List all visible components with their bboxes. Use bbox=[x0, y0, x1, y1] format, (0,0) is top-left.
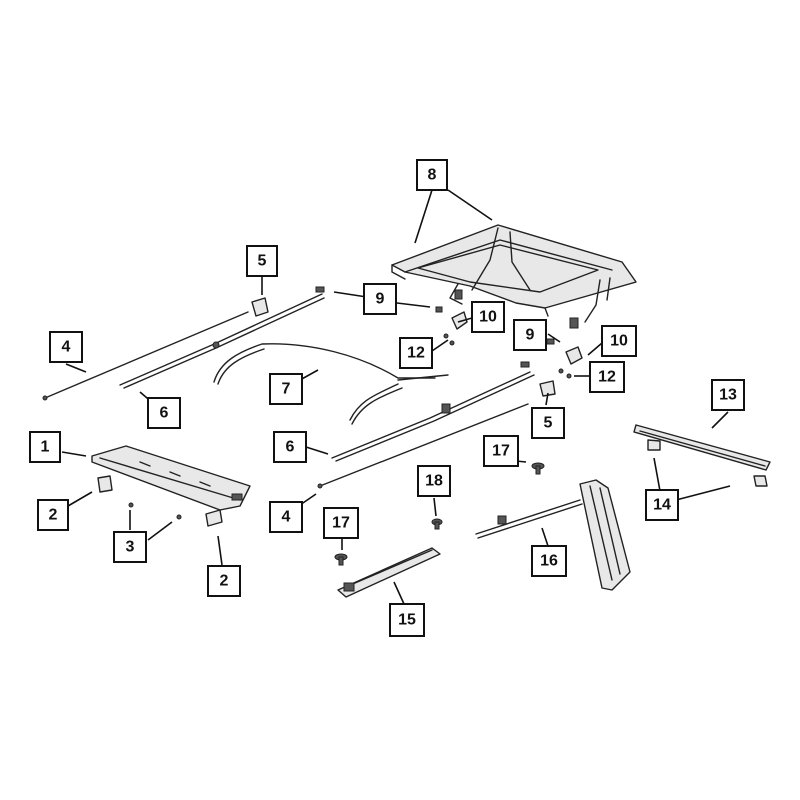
callout-7: 7 bbox=[269, 373, 303, 405]
lower-side-rail-part bbox=[337, 547, 441, 598]
callout-15: 15 bbox=[389, 603, 425, 637]
callout-10-right: 10 bbox=[601, 325, 637, 357]
callout-18: 18 bbox=[417, 465, 451, 497]
door-pillar-part bbox=[475, 479, 631, 591]
curved-rail-part bbox=[213, 343, 449, 425]
header-brackets bbox=[97, 475, 223, 527]
callout-1: 1 bbox=[29, 431, 61, 463]
callout-5-lower-label: 5 bbox=[544, 415, 553, 432]
callout-18-label: 18 bbox=[425, 473, 443, 490]
side-rail-part bbox=[633, 424, 771, 487]
callout-6-upper-label: 6 bbox=[160, 405, 169, 422]
callout-12-right: 12 bbox=[589, 361, 625, 393]
callout-12-left-label: 12 bbox=[407, 345, 425, 362]
callout-13-label: 13 bbox=[719, 387, 737, 404]
callout-6-lower-label: 6 bbox=[286, 439, 295, 456]
callout-6-upper: 6 bbox=[147, 397, 181, 429]
callout-10-right-label: 10 bbox=[610, 333, 628, 350]
callout-5-upper-label: 5 bbox=[258, 253, 267, 270]
callout-4-lower: 4 bbox=[269, 501, 303, 533]
callout-2-right-label: 2 bbox=[220, 573, 229, 590]
callout-2-left-label: 2 bbox=[49, 507, 58, 524]
callout-17-right: 17 bbox=[483, 435, 519, 467]
windshield-header-part bbox=[91, 445, 251, 511]
callout-17-left: 17 bbox=[323, 507, 359, 539]
callout-4-upper-label: 4 bbox=[62, 339, 71, 356]
callout-16: 16 bbox=[531, 545, 567, 577]
callout-5-lower: 5 bbox=[531, 407, 565, 439]
callout-10-left: 10 bbox=[471, 301, 505, 333]
callout-16-label: 16 bbox=[540, 553, 558, 570]
callout-8-label: 8 bbox=[428, 167, 437, 184]
plugs bbox=[334, 462, 545, 566]
callout-6-lower: 6 bbox=[273, 431, 307, 463]
callout-17-left-label: 17 bbox=[332, 515, 350, 532]
roof-frame-part bbox=[391, 224, 637, 329]
callout-4-lower-label: 4 bbox=[282, 509, 291, 526]
callout-9-left: 9 bbox=[363, 283, 397, 315]
callout-9-right-label: 9 bbox=[526, 327, 535, 344]
callout-9-left-label: 9 bbox=[376, 291, 385, 308]
callout-15-label: 15 bbox=[398, 612, 416, 629]
hinge-hardware-left bbox=[435, 306, 468, 346]
callout-9-right: 9 bbox=[513, 319, 547, 351]
callout-8: 8 bbox=[416, 159, 448, 191]
hinge-hardware-right bbox=[520, 338, 583, 379]
callout-7-label: 7 bbox=[282, 381, 291, 398]
callout-10-left-label: 10 bbox=[479, 309, 497, 326]
callout-14: 14 bbox=[645, 489, 679, 521]
callout-5-upper: 5 bbox=[246, 245, 278, 277]
callout-1-label: 1 bbox=[41, 439, 50, 456]
upper-rail-set bbox=[42, 286, 325, 401]
callout-14-label: 14 bbox=[653, 497, 671, 514]
leader-lines bbox=[61, 189, 731, 605]
callout-13: 13 bbox=[711, 379, 745, 411]
callout-3-label: 3 bbox=[126, 539, 135, 556]
callout-4-upper: 4 bbox=[49, 331, 83, 363]
callout-12-left: 12 bbox=[399, 337, 433, 369]
callout-12-right-label: 12 bbox=[598, 369, 616, 386]
callout-17-right-label: 17 bbox=[492, 443, 510, 460]
callout-2-left: 2 bbox=[37, 499, 69, 531]
callout-2-right: 2 bbox=[207, 565, 241, 597]
callout-3: 3 bbox=[113, 531, 147, 563]
lower-rail-set bbox=[317, 371, 556, 489]
